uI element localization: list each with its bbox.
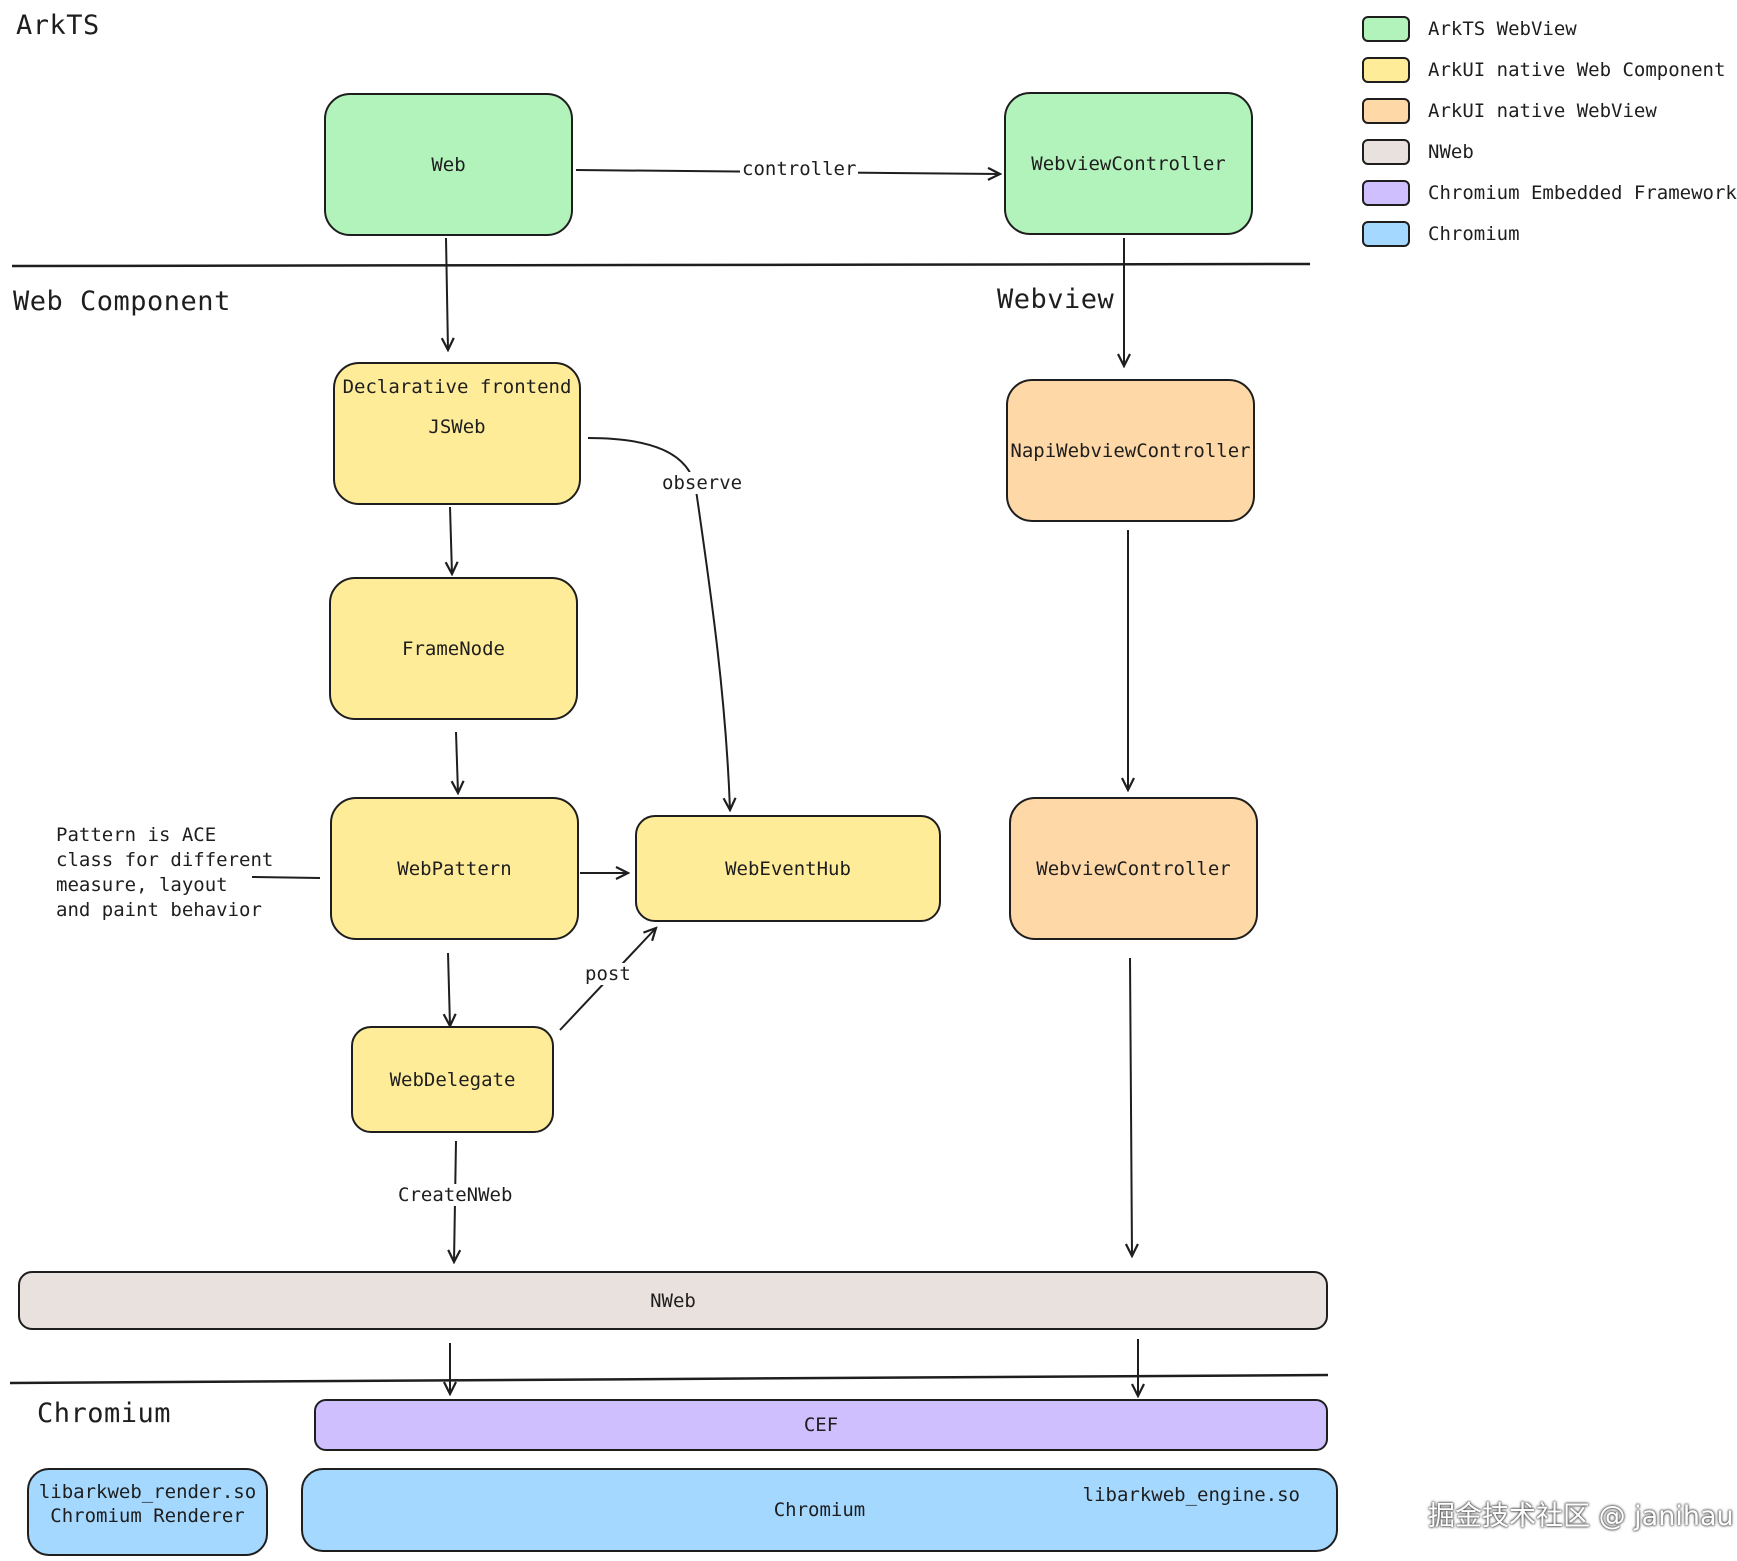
node-libarkweb-render-label: libarkweb_render.so	[38, 1481, 257, 1503]
node-webeventhub-label: WebEventHub	[725, 857, 851, 880]
legend-swatch	[1362, 220, 1410, 247]
section-title-arkts: ArkTS	[16, 10, 100, 41]
node-framenode: FrameNode	[329, 577, 578, 720]
node-declarative-frontend-label: Declarative frontend	[342, 376, 572, 398]
note-connector	[251, 876, 321, 879]
node-webview-controller-mid-label: WebviewController	[1036, 857, 1231, 880]
node-webpattern-label: WebPattern	[397, 857, 512, 880]
legend-item: NWeb	[1362, 131, 1737, 172]
node-chromium-label: Chromium	[773, 1499, 866, 1521]
node-libarkweb-engine-label: libarkweb_engine.so	[1082, 1484, 1300, 1506]
legend-item: ArkUI native Web Component	[1362, 49, 1737, 90]
node-webdelegate-label: WebDelegate	[389, 1068, 516, 1091]
legend-label: ArkUI native WebView	[1428, 99, 1657, 122]
arrow-framenode-to-webpattern	[456, 731, 458, 793]
edge-label-observe: observe	[660, 472, 745, 494]
node-webview-controller-top: WebviewController	[1004, 92, 1253, 235]
legend-label: ArkUI native Web Component	[1428, 58, 1726, 81]
arrow-jsweb-to-framenode	[450, 506, 452, 574]
node-libarkweb-render: libarkweb_render.so Chromium Renderer	[27, 1468, 268, 1556]
node-web: Web	[324, 93, 573, 236]
edge-label-controller: controller	[740, 158, 859, 180]
node-webdelegate: WebDelegate	[351, 1026, 554, 1133]
legend-item: Chromium	[1362, 213, 1737, 254]
legend-item: ArkUI native WebView	[1362, 90, 1737, 131]
section-title-webview: Webview	[997, 284, 1115, 315]
legend-label: Chromium	[1428, 222, 1520, 245]
node-napi-webview-controller: NapiWebviewController	[1006, 379, 1255, 522]
legend-item: Chromium Embedded Framework	[1362, 172, 1737, 213]
legend-swatch	[1362, 179, 1410, 206]
node-webview-controller-mid: WebviewController	[1009, 797, 1258, 940]
node-web-label: Web	[431, 153, 466, 176]
node-chromium-renderer-label: Chromium Renderer	[50, 1505, 245, 1527]
node-napi-webview-controller-label: NapiWebviewController	[1010, 439, 1251, 462]
pattern-note: Pattern is ACE class for different measu…	[56, 824, 274, 921]
legend-item: ArkTS WebView	[1362, 8, 1737, 49]
node-jsweb-label: JSWeb	[428, 416, 486, 438]
legend-label: Chromium Embedded Framework	[1428, 181, 1737, 204]
edge-label-create-nweb: CreateNWeb	[396, 1184, 515, 1206]
node-framenode-label: FrameNode	[402, 637, 505, 660]
arrow-observe	[587, 437, 730, 810]
node-webview-controller-top-label: WebviewController	[1031, 152, 1226, 175]
watermark: 掘金技术社区 @ janihau	[1428, 1501, 1734, 1532]
node-nweb: NWeb	[18, 1271, 1328, 1330]
arrow-webpattern-to-webdelegate	[448, 952, 450, 1026]
node-cef: CEF	[314, 1399, 1328, 1451]
node-jsweb: Declarative frontend JSWeb	[333, 362, 581, 505]
arrow-web-to-jsweb	[446, 237, 448, 350]
legend-swatch	[1362, 15, 1410, 42]
edge-label-post: post	[583, 963, 633, 985]
node-webpattern: WebPattern	[330, 797, 579, 940]
legend-label: ArkTS WebView	[1428, 17, 1577, 40]
node-nweb-label: NWeb	[650, 1289, 696, 1312]
legend-swatch	[1362, 97, 1410, 124]
section-title-web-component: Web Component	[13, 286, 231, 317]
divider-arkts	[11, 262, 1311, 268]
divider-chromium	[9, 1373, 1329, 1385]
section-title-chromium: Chromium	[37, 1398, 172, 1429]
legend-label: NWeb	[1428, 140, 1474, 163]
node-webeventhub: WebEventHub	[635, 815, 941, 922]
legend-swatch	[1362, 56, 1410, 83]
arrow-controller-to-nweb	[1130, 957, 1132, 1256]
node-cef-label: CEF	[803, 1414, 839, 1436]
node-chromium: Chromium libarkweb_engine.so	[301, 1468, 1338, 1552]
legend-swatch	[1362, 138, 1410, 165]
